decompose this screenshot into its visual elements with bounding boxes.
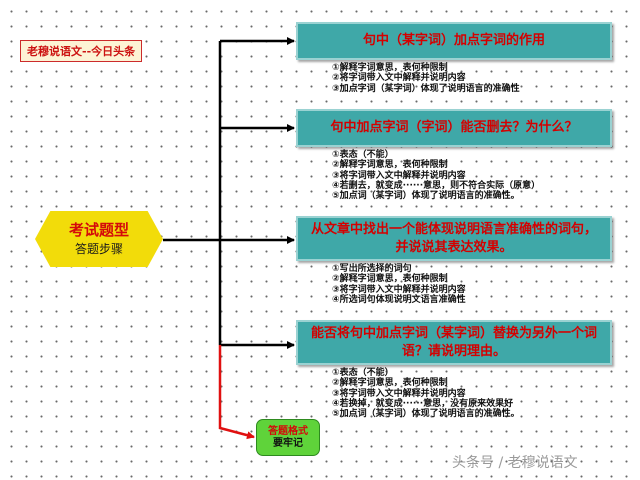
step-item: ①解释字词意思，表何种限制 (332, 63, 448, 73)
step-item: ⑤加点词（某字词）体现了说明语言的准确性。 (332, 191, 520, 202)
step-item: ④若删去，就变成······意思，则不符合实际（原意） (332, 180, 541, 191)
step-item: ②将字词带入文中解释并说明内容 (332, 73, 466, 84)
step-item: ③加点字词（某字词）体现了说明语言的准确性 (332, 83, 520, 94)
step-item: ③将字词带入文中解释并说明内容 (332, 284, 466, 295)
step-item: ③将字词带入文中解释并说明内容 (332, 388, 466, 399)
step-item: ②解释字词意思，表何种限制 (332, 378, 448, 389)
center-node: 考试题型 答题步骤 (35, 211, 163, 267)
center-node-subtitle: 答题步骤 (74, 242, 123, 256)
answer-steps-4: ①表态（不能） ②解释字词意思，表何种限制 ③将字词带入文中解释并说明内容 ④若… (332, 368, 520, 419)
step-item: ①写出所选择的词句 (332, 264, 412, 274)
step-item: ②解释字词意思，表何种限制 (332, 274, 448, 285)
step-item: ③将字词带入文中解释并说明内容 (332, 170, 466, 181)
answer-steps-2: ①表态（不能） ②解释字词意思，表何种限制 ③将字词带入文中解释并说明内容 ④若… (332, 150, 540, 201)
step-item: ④若换掉，就变成······意思，没有原来效果好 (332, 398, 514, 409)
author-label: 老穆说语文--今日头条 (20, 40, 143, 62)
step-item: ①表态（不能） (332, 150, 394, 160)
memo-line-2: 要牢记 (273, 437, 303, 449)
answer-steps-1: ①解释字词意思，表何种限制 ②将字词带入文中解释并说明内容 ③加点字词（某字词）… (332, 63, 520, 94)
step-item: ④所选词句体现说明文语言准确性 (332, 294, 466, 305)
watermark: 头条号 / 老穆说语文 (452, 455, 578, 471)
center-node-title: 考试题型 (68, 221, 129, 239)
question-box-3: 从文章中找出一个能体现说明语言准确性的词句，并说说其表达效果。 (296, 216, 612, 261)
step-item: ⑤加点词（某字词）体现了说明语言的准确性。 (332, 409, 520, 420)
memo-arrow (218, 345, 255, 440)
step-item: ①表态（不能） (332, 368, 394, 378)
memo-node: 答题格式 要牢记 (256, 419, 320, 456)
question-box-1: 句中（某字词）加点字词的作用 (296, 22, 612, 60)
step-item: ②解释字词意思，表何种限制 (332, 160, 448, 171)
answer-steps-3: ①写出所选择的词句 ②解释字词意思，表何种限制 ③将字词带入文中解释并说明内容 … (332, 264, 466, 305)
question-box-2: 句中加点字词（字词）能否删去？为什么？ (296, 109, 612, 147)
memo-line-1: 答题格式 (268, 425, 308, 437)
question-box-4: 能否将句中加点字词（某字词）替换为另外一个词语？请说明理由。 (296, 320, 612, 365)
